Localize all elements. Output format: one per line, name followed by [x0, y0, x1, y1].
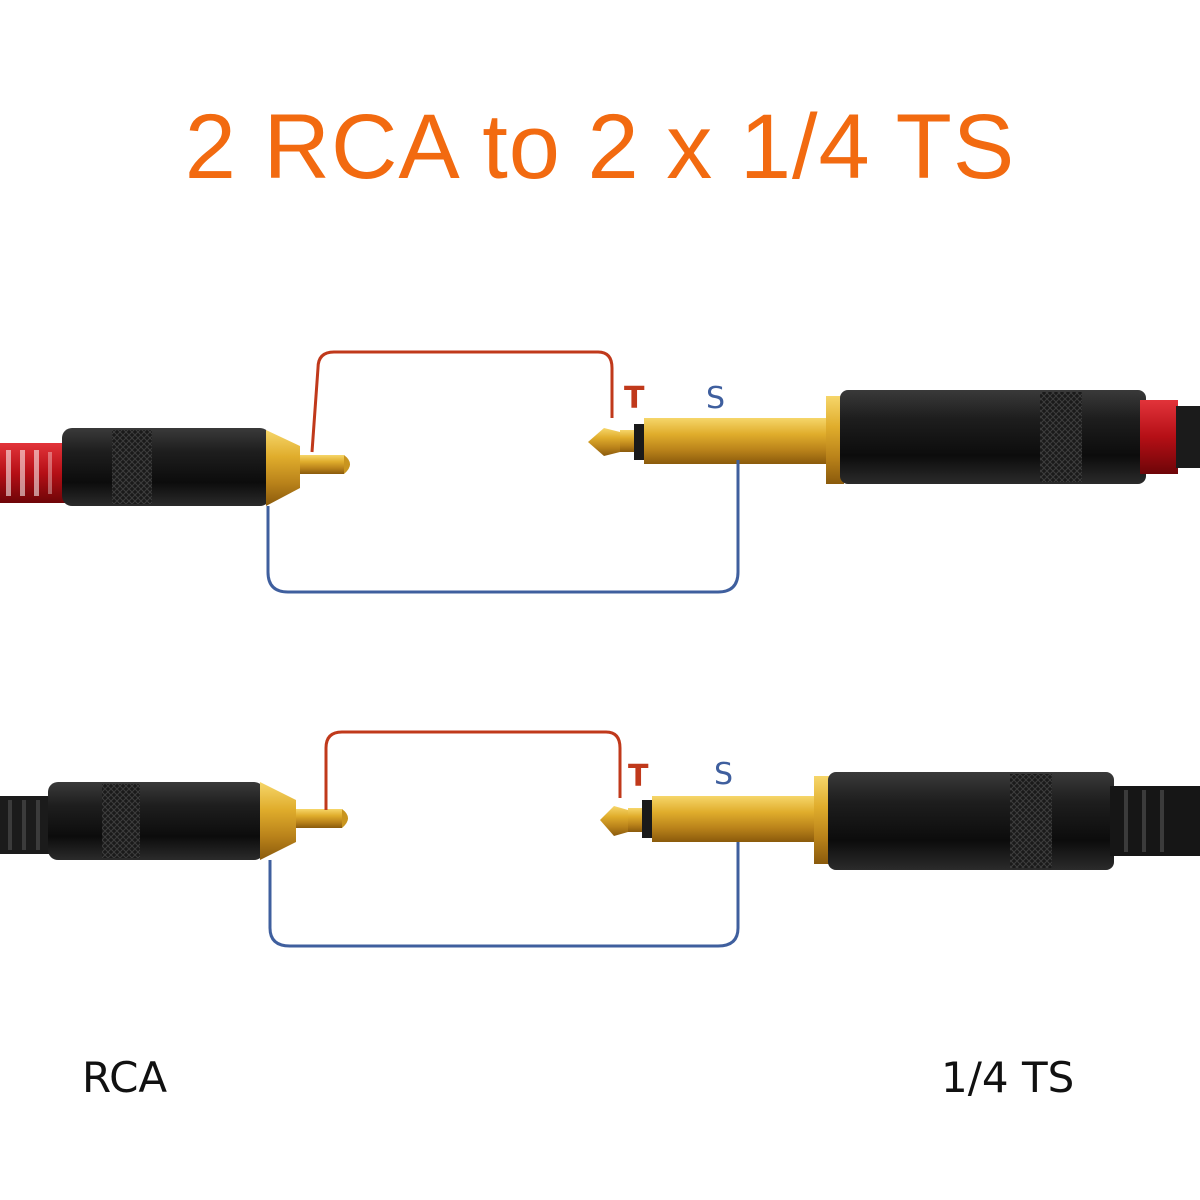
bottom-tip-label: T: [628, 759, 649, 794]
rca-side-label: RCA: [82, 1053, 168, 1102]
top-rca-cable: [0, 443, 70, 503]
rca-plug-icon: [62, 428, 350, 506]
top-sleeve-label: S: [706, 381, 725, 416]
rca-plug-icon: [48, 782, 348, 860]
bottom-tip-wire: [324, 730, 622, 810]
ts-side-label: 1/4 TS: [941, 1053, 1075, 1102]
bottom-connector-pair: T S: [0, 730, 1200, 948]
ts-plug-icon: [600, 772, 1200, 870]
top-tip-wire: [310, 350, 614, 453]
diagram-title: 2 RCA to 2 x 1/4 TS: [184, 96, 1016, 198]
top-sleeve-wire: [266, 460, 740, 594]
bottom-sleeve-label: S: [714, 757, 733, 792]
bottom-sleeve-wire: [268, 842, 740, 948]
ts-plug-icon: [588, 390, 1200, 484]
top-connector-pair: T S: [0, 350, 1200, 594]
top-tip-label: T: [624, 381, 645, 416]
bottom-rca-cable: [0, 796, 54, 854]
